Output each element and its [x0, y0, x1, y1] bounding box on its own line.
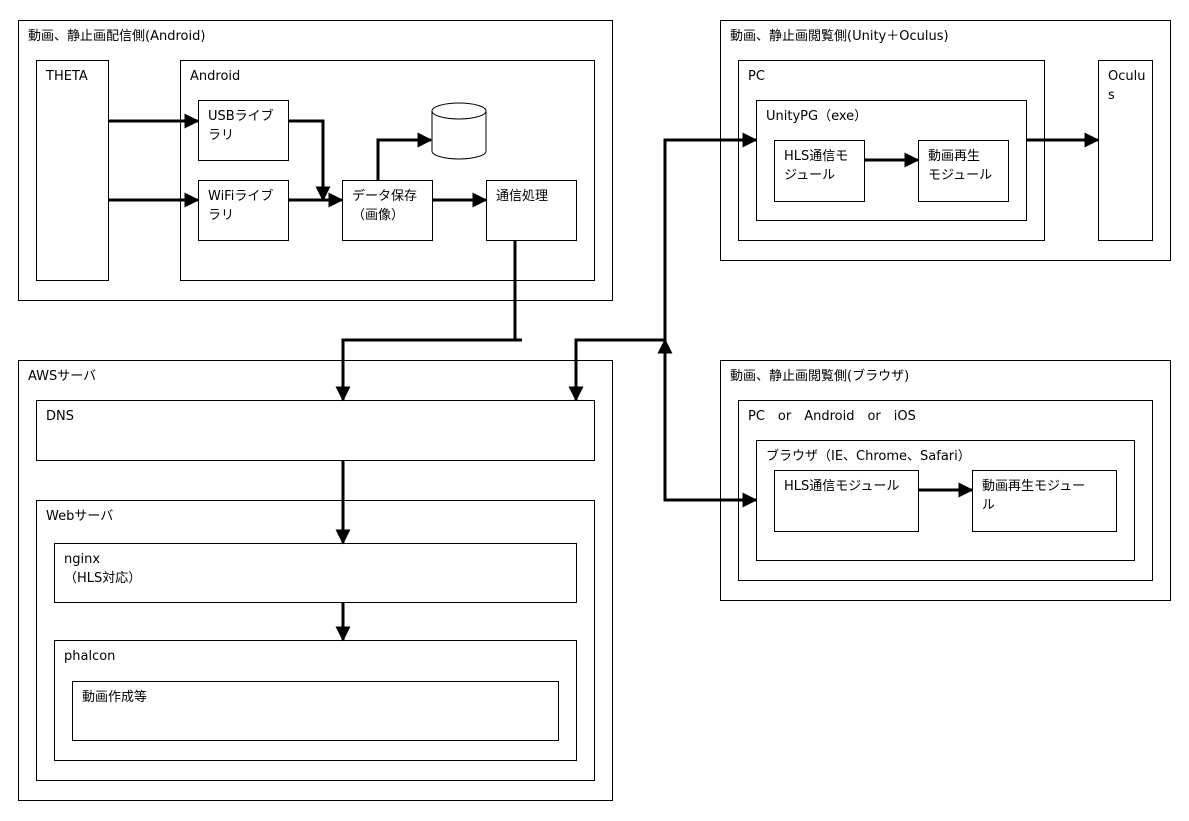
android-distribution-title: 動画、静止画配信側(Android)	[28, 29, 206, 44]
storage-to-disk-arrow	[376, 132, 433, 180]
platform-label: PC or Android or iOS	[748, 409, 916, 424]
web-server-label: Webサーバ	[46, 509, 114, 524]
usb-library-box: USBライブ ラリ	[198, 100, 289, 161]
video-creation-label: 動画作成等	[82, 690, 148, 705]
communication-process-label: 通信処理	[496, 189, 549, 204]
storage-cylinder	[431, 102, 487, 160]
unity-player-module-box: 動画再生 モジュール	[918, 140, 1009, 202]
oculus-label: Oculu s	[1108, 69, 1146, 103]
wifi-library-label: WiFiライブ ラリ	[208, 189, 274, 223]
browser-viewer-title: 動画、静止画閲覧側(ブラウザ)	[730, 369, 910, 384]
android-label: Android	[190, 69, 241, 84]
browser-player-module-box: 動画再生モジュー ル	[972, 470, 1117, 532]
browser-hls-module-box: HLS通信モジュール	[774, 470, 919, 532]
aws-server-title: AWSサーバ	[28, 369, 97, 384]
unitypg-link	[663, 132, 758, 340]
browser-player-module-label: 動画再生モジュー ル	[982, 479, 1086, 513]
nginx-label: nginx （HLS対応）	[64, 552, 142, 586]
unity-viewer-title: 動画、静止画閲覧側(Unity＋Oculus)	[730, 29, 949, 44]
oculus-box: Oculu s	[1098, 60, 1153, 241]
to-dns-left-arrow	[335, 338, 522, 402]
viewer-to-dns-arrow	[568, 338, 665, 402]
browser-link	[657, 338, 758, 508]
comm-to-aws-line	[513, 241, 522, 342]
phalcon-label: phalcon	[64, 649, 116, 664]
data-storage-box: データ保存 （画像）	[342, 180, 433, 241]
usb-to-storage-arrow	[289, 119, 331, 202]
unity-player-module-label: 動画再生 モジュール	[928, 149, 993, 183]
video-creation-box: 動画作成等	[72, 681, 559, 741]
usb-library-label: USBライブ ラリ	[208, 109, 274, 143]
dns-label: DNS	[46, 409, 74, 424]
wifi-library-box: WiFiライブ ラリ	[198, 180, 289, 241]
pc-label: PC	[748, 69, 765, 84]
unitypg-label: UnityPG（exe）	[766, 109, 868, 124]
nginx-box: nginx （HLS対応）	[54, 543, 577, 603]
unity-hls-module-label: HLS通信モ ジュール	[784, 149, 849, 183]
unity-hls-module-box: HLS通信モ ジュール	[774, 140, 865, 202]
theta-label: THETA	[46, 69, 88, 84]
data-storage-label: データ保存 （画像）	[352, 189, 418, 223]
theta-box: THETA	[36, 60, 109, 281]
browser-hls-module-label: HLS通信モジュール	[784, 479, 900, 494]
browser-label: ブラウザ（IE、Chrome、Safari）	[766, 449, 971, 464]
communication-process-box: 通信処理	[486, 180, 577, 241]
android-box: Android	[180, 60, 595, 281]
dns-box: DNS	[36, 400, 595, 461]
